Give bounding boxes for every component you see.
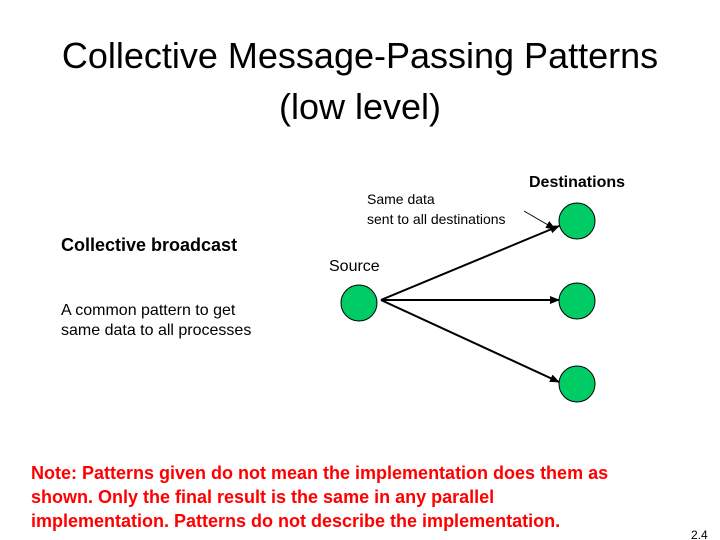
broadcast-arrow-bottom [380, 299, 560, 383]
destination-node-3 [558, 365, 596, 403]
pattern-description: A common pattern to get same data to all… [61, 301, 251, 341]
note-line-1: Note: Patterns given do not mean the imp… [31, 463, 609, 483]
same-data-line-1: Same data [367, 191, 435, 207]
destination-node-1 [558, 202, 596, 240]
note-line-2: shown. Only the final result is the same… [31, 487, 495, 507]
pattern-name-label: Collective broadcast [61, 235, 238, 255]
page-number: 2.4 [691, 528, 708, 540]
broadcast-arrow-top [380, 225, 560, 301]
description-line-1: A common pattern to get [61, 302, 236, 319]
same-data-line-2: sent to all destinations [367, 211, 506, 227]
title-line-1: Collective Message-Passing Patterns [61, 35, 659, 76]
note-line-3: implementation. Patterns do not describe… [31, 511, 561, 531]
destinations-label: Destinations [529, 174, 626, 191]
implementation-note: Note: Patterns given do not mean the imp… [31, 461, 691, 533]
same-data-pointer [523, 210, 556, 230]
destination-node-2 [558, 282, 596, 320]
title-line-2: (low level) [278, 86, 442, 127]
description-line-2: same data to all processes [61, 322, 252, 339]
source-label: Source [329, 258, 380, 275]
slide-title: Collective Message-Passing Patterns (low… [0, 30, 720, 132]
source-node [340, 284, 378, 322]
same-data-label: Same data sent to all destinations [367, 189, 506, 229]
